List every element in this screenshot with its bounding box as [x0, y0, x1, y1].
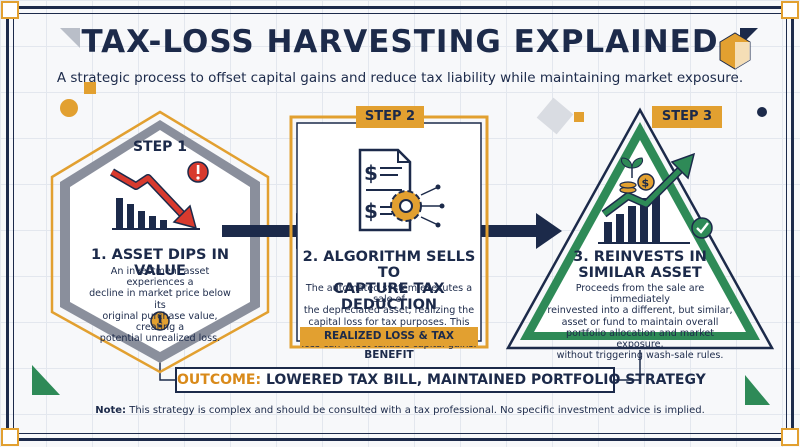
step3-description-line: reinvested into a different, but similar… [547, 305, 733, 317]
step1-hexagon [50, 110, 270, 374]
outcome-banner: OUTCOME: LOWERED TAX BILL, MAINTAINED PO… [175, 367, 706, 393]
note-lead: Note: [95, 405, 127, 416]
step2-heading: 2. ALGORITHM SELLS TO CAPTURE TAX DEDUCT… [300, 249, 478, 313]
falling-chart-icon [109, 168, 200, 230]
step1-description-line: An investment asset experiences a [110, 266, 210, 289]
step2-label: STEP 2 [356, 106, 424, 128]
outcome-lead: OUTCOME: [177, 372, 262, 388]
step2-heading-line: 2. ALGORITHM SELLS TO [302, 249, 476, 281]
gray-triangle-decor [60, 28, 80, 48]
disclaimer-note: Note: This strategy is complex and shoul… [0, 405, 800, 416]
realized-loss-band: REALIZED LOSS & TAX BENEFIT [300, 327, 478, 361]
navy-dot-decor [757, 107, 767, 117]
inner-frame [13, 13, 787, 434]
step3-description-line: asset or fund to maintain overall [561, 316, 719, 328]
step3-description-line: Proceeds from the sale are immediately [575, 283, 705, 306]
orange-square-decor [84, 82, 96, 94]
corner-ornament [781, 1, 799, 19]
page-title: TAX-LOSS HARVESTING EXPLAINED [81, 24, 719, 60]
gray-diamond-decor [536, 97, 574, 135]
checkmark-icon [691, 217, 713, 239]
step1-description-line: original purchase value, creating a [102, 310, 218, 334]
step3-label: STEP 3 [652, 106, 722, 128]
warning-icon [150, 311, 170, 331]
orange-square-decor [574, 112, 584, 122]
step1-description: An investment asset experiences a declin… [85, 266, 235, 344]
alert-icon [187, 161, 209, 183]
step3-description-line: without triggering wash-sale rules. [556, 350, 724, 362]
svg-text:$: $ [364, 199, 378, 223]
svg-text:$: $ [642, 177, 650, 190]
step3-heading: 3. REINVESTS IN SIMILAR ASSET [572, 249, 708, 281]
step1-label: STEP 1 [132, 139, 188, 155]
note-text: This strategy is complex and should be c… [129, 405, 705, 416]
step3-heading-line: SIMILAR ASSET [578, 265, 702, 281]
step2-description-line: The automated system executes a sale of [305, 283, 473, 306]
orange-dot-decor [60, 99, 78, 117]
corner-ornament [1, 428, 19, 446]
step2-box [289, 115, 489, 349]
corner-ornament [781, 428, 799, 446]
step3-description-line: portfolio allocation and market exposure… [566, 327, 714, 351]
step2-heading-line: CAPTURE TAX DEDUCTION [333, 281, 445, 313]
step3-description: Proceeds from the sale are immediately r… [546, 283, 734, 361]
corner-ornament [1, 1, 19, 19]
connector-line [615, 350, 641, 381]
step1-heading: 1. ASSET DIPS IN VALUE [90, 247, 230, 279]
document-gear-icon: $ $ [358, 148, 445, 232]
step3-heading-line: 3. REINVESTS IN [573, 249, 707, 265]
green-triangle-decor [32, 365, 60, 395]
step1-description-line: potential unrealized loss. [99, 333, 221, 345]
step2-description-line: the depreciated asset, realizing the [303, 305, 475, 317]
outcome-text: LOWERED TAX BILL, MAINTAINED PORTFOLIO S… [265, 372, 706, 388]
green-triangle-decor [745, 375, 770, 405]
arrow-step2-to-step3 [468, 213, 562, 249]
page-subtitle: A strategic process to offset capital ga… [56, 70, 744, 86]
svg-text:$: $ [364, 161, 378, 185]
outer-frame [6, 6, 794, 441]
step1-description-line: decline in market price below its [89, 288, 231, 311]
growth-chart-icon: $ [598, 152, 696, 244]
